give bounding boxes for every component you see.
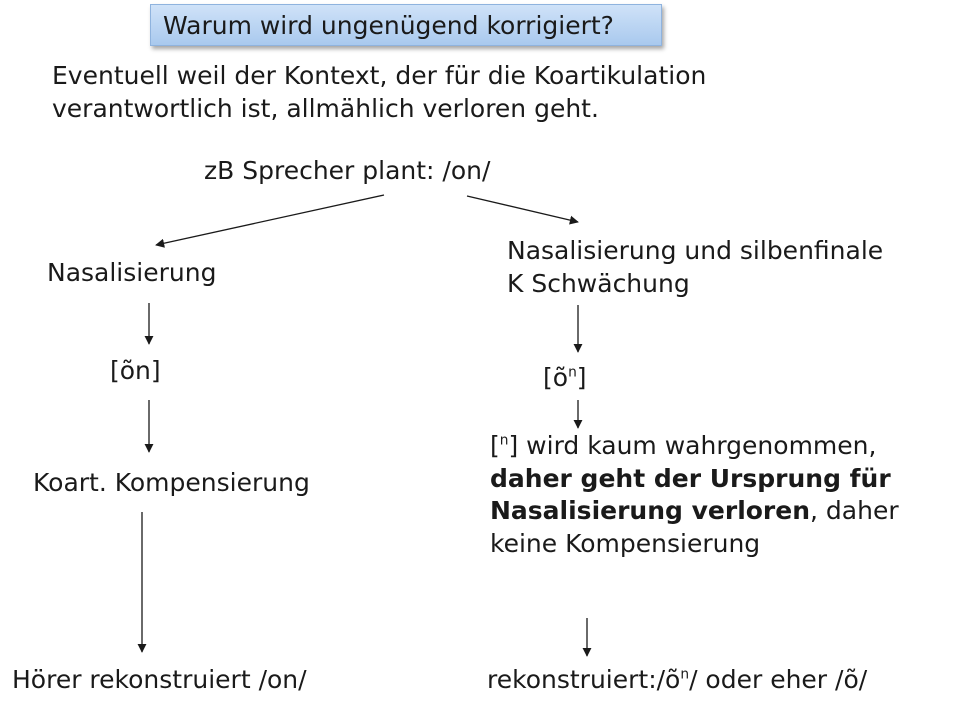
explanation-line-1-rest: ] wird kaum wahrgenommen, (508, 431, 877, 460)
left-node-result: Hörer rekonstruiert /on/ (12, 665, 307, 694)
result-superscript-n: n (680, 666, 690, 683)
phone-close: ] (576, 363, 587, 392)
result-part-b: / oder eher /õ/ (689, 665, 868, 694)
explanation-line-1: [n] wird kaum wahrgenommen, (490, 430, 899, 463)
explanation-line-3: Nasalisierung verloren, daher (490, 495, 899, 528)
right-node-nasalisierung: Nasalisierung und silbenfinale K Schwäch… (507, 235, 883, 300)
right-node-line-2: K Schwächung (507, 268, 690, 298)
right-node-result: rekonstruiert:/õn/ oder eher /õ/ (487, 664, 867, 697)
left-node-kompensierung: Koart. Kompensierung (33, 468, 310, 497)
right-node-phone: [õn] (543, 362, 587, 395)
explanation-line-4: keine Kompensierung (490, 528, 761, 558)
superscript-n: n (499, 432, 509, 449)
explanation-after: , daher (810, 496, 899, 525)
result-part-a: rekonstruiert:/õ (487, 665, 681, 694)
right-node-line-1: Nasalisierung und silbenfinale (507, 236, 884, 265)
phone-superscript-n: n (568, 364, 577, 381)
intro-line-2: verantwortlich ist, allmählich verloren … (52, 93, 599, 123)
intro-text: Eventuell weil der Kontext, der für die … (52, 60, 706, 125)
left-node-nasalisierung: Nasalisierung (47, 258, 217, 287)
explanation-bold-part: Nasalisierung verloren (490, 496, 811, 525)
phone-base: [õ (543, 363, 569, 392)
arrow-root-to-left (155, 194, 385, 248)
left-node-phone: [õn] (110, 356, 161, 385)
arrow-root-to-right (466, 195, 579, 225)
explanation-line-2: daher geht der Ursprung für (490, 463, 891, 493)
right-node-explanation: [n] wird kaum wahrgenommen, daher geht d… (490, 430, 899, 560)
bracket-open: [ (490, 431, 500, 460)
intro-line-1: Eventuell weil der Kontext, der für die … (52, 61, 707, 90)
question-box: Warum wird ungenügend korrigiert? (150, 4, 662, 46)
root-node: zB Sprecher plant: /on/ (204, 156, 491, 185)
